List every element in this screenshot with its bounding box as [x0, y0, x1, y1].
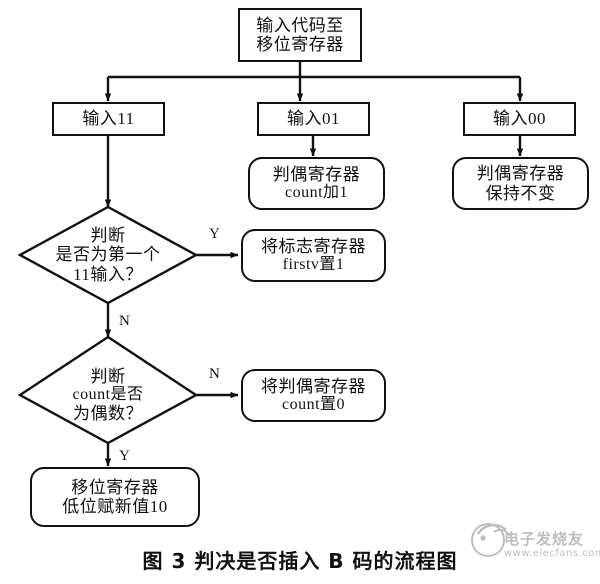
node-input-11-label: 输入11: [82, 109, 135, 129]
node-set-firstv-line2: firstv置1: [282, 256, 345, 274]
node-shift-register-new-value-line2: 低位赋新值10: [62, 497, 168, 516]
node-shift-register-new-value: 移位寄存器 低位赋新值10: [30, 467, 200, 527]
node-count-hold-line1: 判偶寄存器: [476, 164, 565, 184]
node-count-hold: 判偶寄存器 保持不变: [452, 157, 589, 210]
node-count-increment-line1: 判偶寄存器: [272, 165, 361, 185]
node-clear-count-line2: count置0: [281, 396, 346, 414]
branch-label-first11-no: N: [119, 313, 130, 329]
node-start-line1: 输入代码至: [256, 15, 344, 35]
node-shift-register-new-value-line1: 移位寄存器: [71, 477, 159, 497]
node-count-increment-line2: count加1: [284, 184, 349, 202]
node-set-firstv: 将标志寄存器 firstv置1: [241, 229, 386, 282]
node-input-00-label: 输入00: [493, 109, 546, 129]
node-start: 输入代码至 移位寄存器: [238, 8, 362, 62]
node-count-hold-line2: 保持不变: [485, 183, 556, 203]
node-start-line2: 移位寄存器: [256, 35, 344, 54]
node-input-01: 输入01: [257, 102, 370, 136]
node-count-increment: 判偶寄存器 count加1: [248, 157, 385, 210]
node-clear-count-line1: 将判偶寄存器: [261, 377, 366, 397]
branch-label-even-yes: Y: [119, 448, 130, 464]
node-input-01-label: 输入01: [287, 109, 340, 129]
figure-caption: 图 3 判决是否插入 B 码的流程图: [142, 549, 458, 573]
node-clear-count: 将判偶寄存器 count置0: [241, 369, 386, 422]
node-input-11: 输入11: [52, 102, 165, 136]
node-input-00: 输入00: [463, 102, 576, 136]
branch-label-first11-yes: Y: [209, 226, 220, 242]
decide-even-shape: [17, 335, 199, 445]
decide-first11-shape: [17, 205, 199, 305]
branch-label-even-no: N: [209, 366, 220, 382]
node-set-firstv-line1: 将标志寄存器: [261, 237, 366, 257]
